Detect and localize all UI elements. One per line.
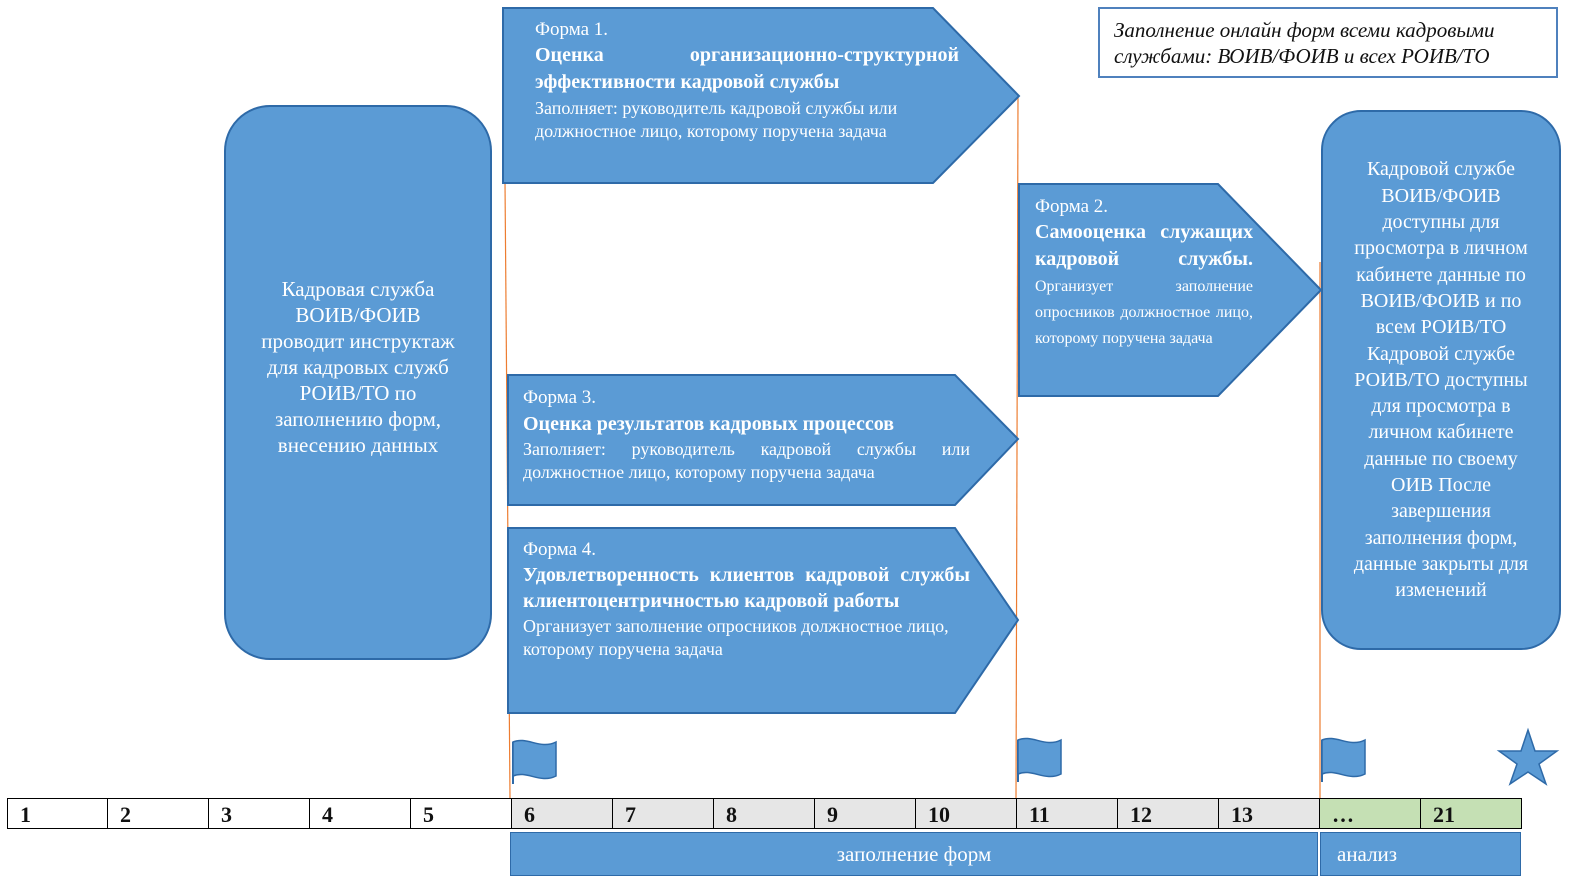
- star-icon: [1496, 727, 1560, 786]
- instruction-box-text: Кадровая служба ВОИВ/ФОИВ проводит инстр…: [261, 276, 455, 457]
- form3-title: Оценка результатов кадровых процессов: [523, 413, 894, 435]
- form2-body: Самооценка служащих кадровой службы. Орг…: [1035, 219, 1253, 351]
- fill-forms-bar: заполнение форм: [510, 832, 1318, 876]
- flag-icon: [1321, 737, 1366, 782]
- access-info-box: Кадровой службе ВОИВ/ФОИВ доступны для п…: [1321, 110, 1561, 650]
- day-timeline: 1 2 3 4 5 6 7 8 9 10 11 12 13 … 21: [7, 798, 1522, 829]
- form1-title: Оценка организационно-структурной эффект…: [535, 44, 959, 93]
- legend-note-line1: Заполнение онлайн форм всеми кадровыми: [1114, 18, 1495, 42]
- timeline-cell: 21: [1421, 798, 1522, 829]
- form4-text: Форма 4. Удовлетворенность клиентов кадр…: [523, 538, 970, 661]
- analysis-bar: анализ: [1320, 832, 1521, 876]
- form4-number: Форма 4.: [523, 539, 597, 560]
- timeline-cell: 12: [1118, 798, 1219, 829]
- timeline-cell: 13: [1219, 798, 1320, 829]
- form2-title: Самооценка служащих кадровой службы.: [1035, 221, 1253, 270]
- form1-desc: Заполняет: руководитель кадровой службы …: [535, 98, 898, 141]
- timeline-cell: 2: [108, 798, 209, 829]
- legend-note-line2: службами: ВОИВ/ФОИВ и всех РОИВ/ТО: [1114, 44, 1490, 68]
- timeline-cell: 9: [815, 798, 916, 829]
- form3-number: Форма 3.: [523, 387, 597, 408]
- instruction-box: Кадровая служба ВОИВ/ФОИВ проводит инстр…: [224, 105, 492, 660]
- access-info-box-text: Кадровой службе ВОИВ/ФОИВ доступны для п…: [1353, 158, 1529, 602]
- timeline-cell: 10: [916, 798, 1017, 829]
- timeline-cell: 4: [310, 798, 411, 829]
- flag-icon: [1017, 737, 1062, 782]
- timeline-cell: 6: [512, 798, 613, 829]
- legend-note: Заполнение онлайн форм всеми кадровыми с…: [1098, 7, 1558, 78]
- form1-text: Форма 1. Оценка организационно-структурн…: [535, 18, 959, 143]
- timeline-cell: 3: [209, 798, 310, 829]
- timeline-cell: 7: [613, 798, 714, 829]
- flag-icon: [512, 739, 557, 784]
- timeline-cell: …: [1320, 798, 1421, 829]
- guide-line-day-11: [1015, 96, 1019, 799]
- form1-arrow-shape: [502, 7, 1021, 184]
- form4-title: Удовлетворенность клиентов кадровой служ…: [523, 564, 970, 612]
- form3-arrow-shape: [507, 374, 1020, 506]
- form4-arrow-shape: [507, 527, 1020, 714]
- form2-desc: Организует заполнение опросников должнос…: [1035, 278, 1253, 347]
- form4-desc: Организует заполнение опросников должнос…: [523, 616, 949, 659]
- timeline-cell: 8: [714, 798, 815, 829]
- form2-text: Форма 2. Самооценка служащих кадровой сл…: [1035, 195, 1253, 351]
- timeline-cell: 5: [411, 798, 512, 829]
- form3-text: Форма 3. Оценка результатов кадровых про…: [523, 386, 970, 484]
- form3-desc: Заполняет: руководитель кадровой службы …: [523, 439, 970, 482]
- form2-number: Форма 2.: [1035, 196, 1109, 217]
- timeline-cell: 1: [7, 798, 108, 829]
- timeline-cell: 11: [1017, 798, 1118, 829]
- form1-number: Форма 1.: [535, 19, 609, 40]
- form2-arrow-shape: [1018, 183, 1323, 397]
